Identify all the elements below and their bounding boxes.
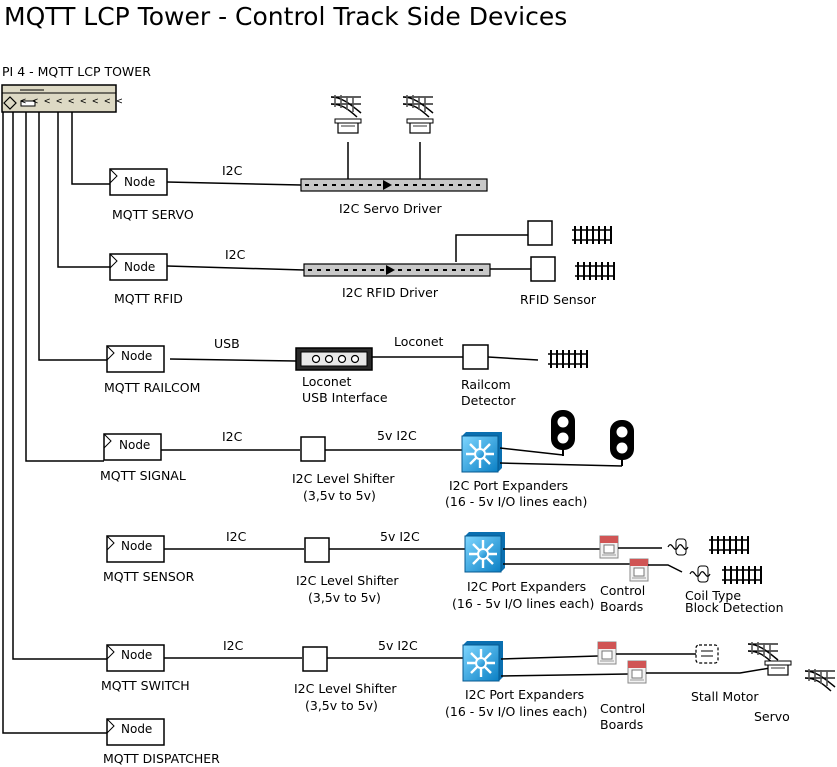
node-box-label: Node: [119, 438, 150, 452]
track-icon: [708, 535, 750, 555]
port-expander-label-line1: I2C Port Expanders: [467, 579, 586, 594]
control-boards-label-line1: Control: [600, 583, 645, 598]
node-box-label: Node: [121, 539, 152, 553]
stall-motor-label: Stall Motor: [691, 689, 759, 704]
port-expander-label-line2: (16 - 5v I/O lines each): [452, 596, 594, 611]
port-expander-icon: [460, 430, 504, 474]
link-i2c-servo: I2C: [222, 163, 243, 178]
control-board-icon: [629, 558, 649, 582]
rfid-driver-label: I2C RFID Driver: [342, 285, 439, 300]
node-railcom[interactable]: Node: [106, 345, 165, 373]
rfid-sensor-label: RFID Sensor: [520, 292, 597, 307]
node-box-label: Node: [124, 260, 155, 274]
control-board-icon: [627, 660, 647, 684]
link-5v-i2c-sensor: 5v I2C: [380, 529, 420, 544]
link-i2c-switch: I2C: [223, 638, 244, 653]
turnout-icon: [804, 668, 836, 692]
turnout-icon: [330, 94, 362, 118]
rfid-driver-board: [303, 263, 491, 277]
node-signal-label: MQTT SIGNAL: [100, 468, 186, 483]
tower-label: PI 4 - MQTT LCP TOWER: [2, 64, 151, 79]
loconet-usb-interface-icon: [295, 347, 373, 371]
diagram-title: MQTT LCP Tower - Control Track Side Devi…: [4, 2, 567, 31]
track-icon: [547, 349, 589, 369]
tower-rack-icon: < < < < < < < < <: [1, 84, 122, 113]
railcom-detector-label-line2: Detector: [461, 393, 516, 408]
node-railcom-label: MQTT RAILCOM: [104, 380, 200, 395]
track-icon: [571, 225, 613, 245]
node-switch-label: MQTT SWITCH: [101, 678, 190, 693]
port-expander-icon: [461, 639, 505, 683]
level-shifter-label-line2: (3,5v to 5v): [308, 590, 381, 605]
node-box-label: Node: [121, 349, 152, 363]
servo-motor-icon: [764, 660, 792, 676]
servo-label: Servo: [754, 709, 790, 724]
coil-type-label-line1: Coil Type: [685, 588, 741, 603]
port-expander-label-line1: I2C Port Expanders: [465, 687, 584, 702]
node-dispatcher[interactable]: Node: [106, 718, 165, 746]
link-5v-i2c-signal: 5v I2C: [377, 428, 417, 443]
node-sensor[interactable]: Node: [106, 535, 165, 563]
control-board-icon: [597, 641, 617, 665]
servo-driver-label: I2C Servo Driver: [339, 201, 442, 216]
level-shifter-label-line1: I2C Level Shifter: [294, 681, 397, 696]
railcom-detector-label-line1: Railcom: [461, 377, 511, 392]
loconet-usb-label-line2: USB Interface: [302, 390, 388, 405]
link-i2c-sensor: I2C: [226, 529, 247, 544]
node-rfid-label: MQTT RFID: [114, 291, 183, 306]
node-servo-label: MQTT SERVO: [112, 207, 194, 222]
servo-driver-board: [300, 178, 488, 192]
node-sensor-label: MQTT SENSOR: [103, 569, 195, 584]
level-shifter-box: [302, 646, 328, 672]
control-boards-label-line2: Boards: [600, 717, 643, 732]
svg-text:< < < < < < < < <: < < < < < < < < <: [20, 96, 122, 107]
loconet-usb-label-line1: Loconet: [302, 374, 352, 389]
level-shifter-label-line2: (3,5v to 5v): [303, 488, 376, 503]
port-expander-label-line2: (16 - 5v I/O lines each): [445, 494, 587, 509]
link-5v-i2c-switch: 5v I2C: [378, 638, 418, 653]
control-board-icon: [599, 535, 619, 559]
signal-light-icon: [609, 419, 635, 467]
control-boards-label-line2: Boards: [600, 599, 643, 614]
port-expander-label-line1: I2C Port Expanders: [449, 478, 568, 493]
level-shifter-box: [300, 436, 326, 462]
level-shifter-label-line1: I2C Level Shifter: [292, 471, 395, 486]
railcom-detector-box: [462, 344, 489, 370]
node-box-label: Node: [121, 722, 152, 736]
port-expander-label-line2: (16 - 5v I/O lines each): [445, 704, 587, 719]
servo-motor-icon: [406, 118, 434, 134]
level-shifter-label-line2: (3,5v to 5v): [305, 698, 378, 713]
node-box-label: Node: [121, 648, 152, 662]
rfid-sensor-box: [527, 220, 553, 246]
link-loconet: Loconet: [394, 334, 444, 349]
node-signal[interactable]: Node: [103, 433, 162, 461]
tower-trunk-lines: [2, 112, 110, 734]
link-i2c-signal: I2C: [222, 429, 243, 444]
coil-icon: [667, 538, 689, 556]
turnout-icon: [402, 94, 434, 118]
rfid-sensor-box: [530, 256, 556, 282]
node-rfid[interactable]: Node: [109, 253, 168, 281]
servo-motor-icon: [334, 118, 362, 134]
link-usb: USB: [214, 336, 240, 351]
node-dispatcher-label: MQTT DISPATCHER: [103, 751, 220, 766]
link-i2c-rfid: I2C: [225, 247, 246, 262]
node-box-label: Node: [124, 175, 155, 189]
stall-motor-icon: [695, 644, 719, 664]
level-shifter-box: [304, 537, 330, 563]
track-icon: [721, 565, 763, 585]
coil-icon: [689, 565, 711, 583]
node-servo[interactable]: Node: [109, 168, 168, 196]
signal-light-icon: [550, 409, 576, 457]
coil-type-label-line2: Block Detection: [685, 600, 784, 615]
node-switch[interactable]: Node: [106, 644, 165, 672]
control-boards-label-line1: Control: [600, 701, 645, 716]
level-shifter-label-line1: I2C Level Shifter: [296, 573, 399, 588]
port-expander-icon: [463, 530, 507, 574]
track-icon: [574, 261, 616, 281]
